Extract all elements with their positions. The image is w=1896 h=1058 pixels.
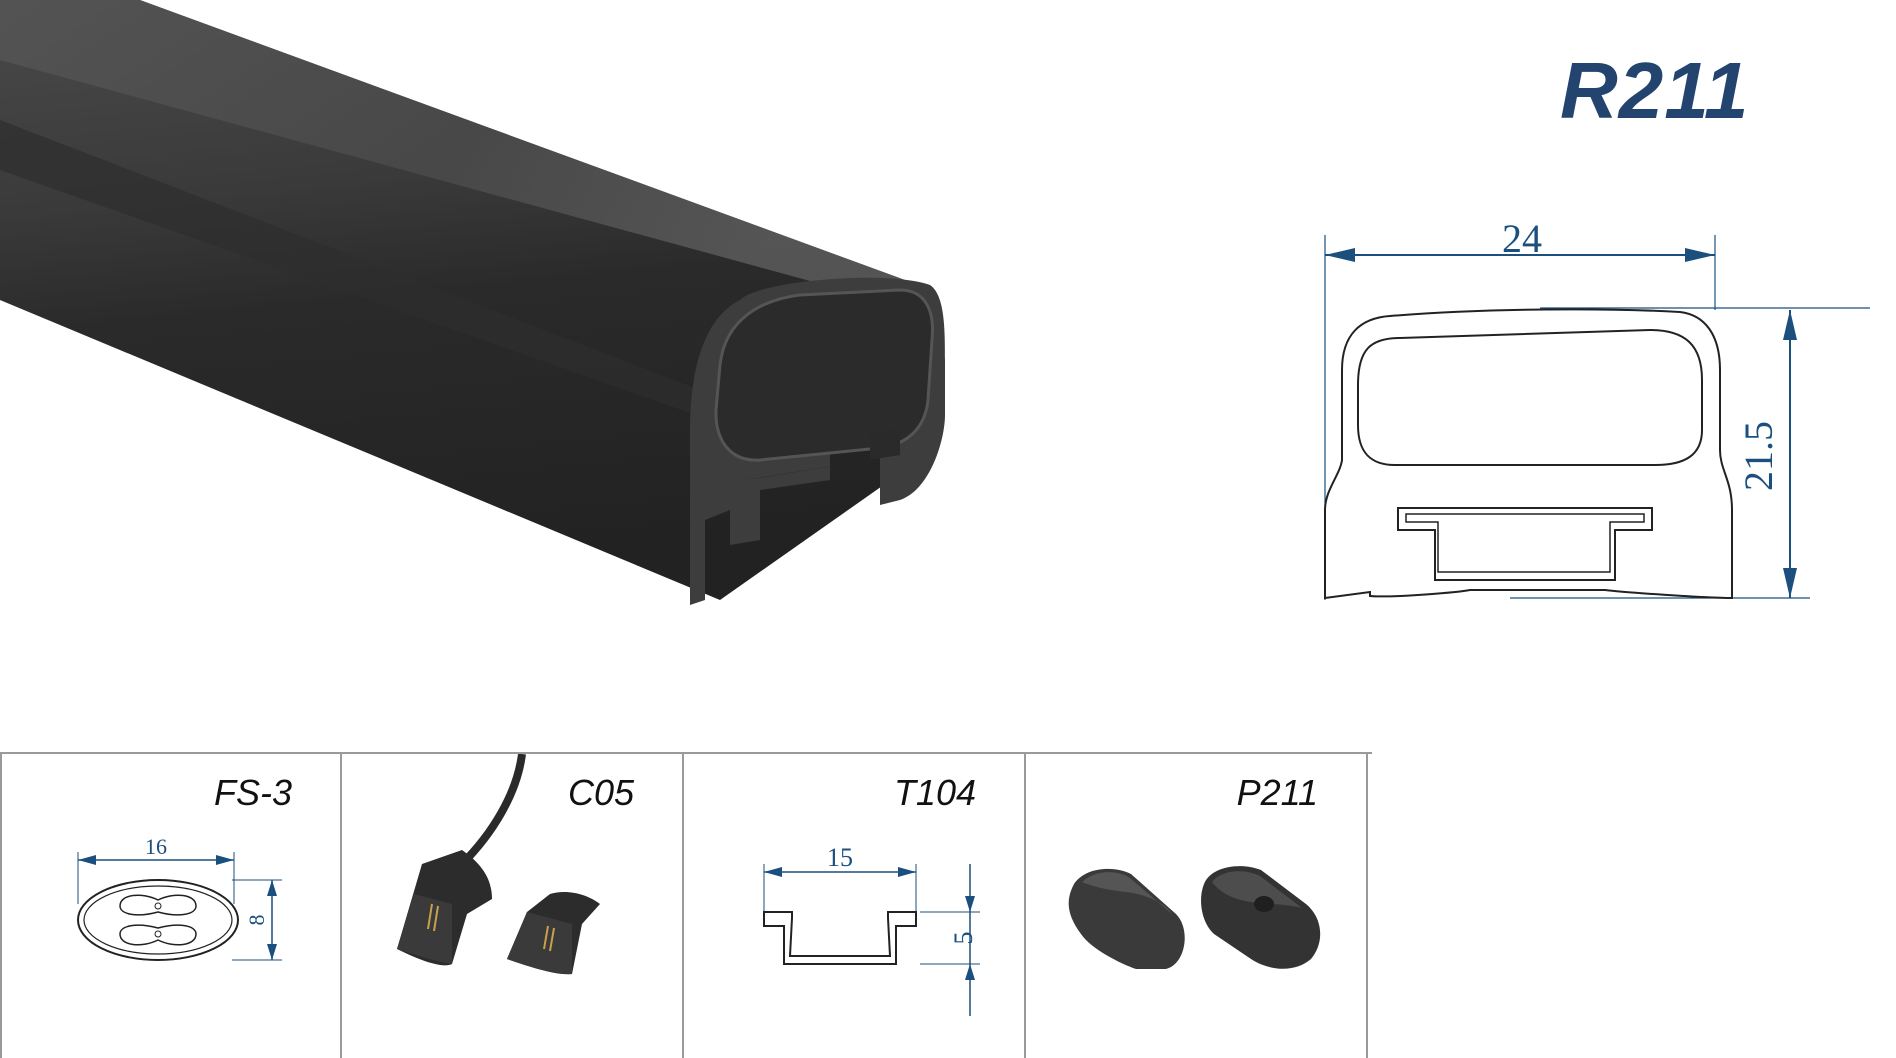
height-dimension: 21.5 [1510, 307, 1870, 599]
accessory-label: P211 [1236, 772, 1318, 813]
height-label: 21.5 [1736, 421, 1781, 491]
profile-render-image [0, 0, 945, 605]
model-title: R211 [1560, 46, 1750, 135]
t104-width-label: 15 [827, 843, 853, 872]
oval-end-plug-icon: 16 8 [77, 834, 282, 961]
cross-section-drawing: 24 21.5 [1324, 220, 1870, 600]
accessory-p211: P211 [1026, 754, 1368, 1058]
accessory-label: T104 [893, 772, 976, 813]
accessory-label: FS-3 [213, 772, 292, 813]
end-cap-icon [1068, 866, 1321, 969]
accessory-c05: C05 [342, 754, 684, 1058]
accessory-fs3: 16 8 FS-3 [0, 754, 342, 1058]
width-dimension: 24 [1324, 220, 1716, 600]
accessory-t104: 15 5 T104 [684, 754, 1026, 1058]
mounting-track-icon: 15 5 [763, 843, 980, 1016]
accessories-strip: 16 8 FS-3 C05 [0, 752, 1372, 1058]
accessory-label: C05 [567, 772, 634, 813]
width-label: 24 [1502, 220, 1542, 261]
fs3-width-label: 16 [145, 834, 167, 859]
t104-height-label: 5 [949, 932, 978, 945]
fs3-height-label: 8 [244, 915, 269, 926]
cable-connector-icon [397, 754, 600, 975]
